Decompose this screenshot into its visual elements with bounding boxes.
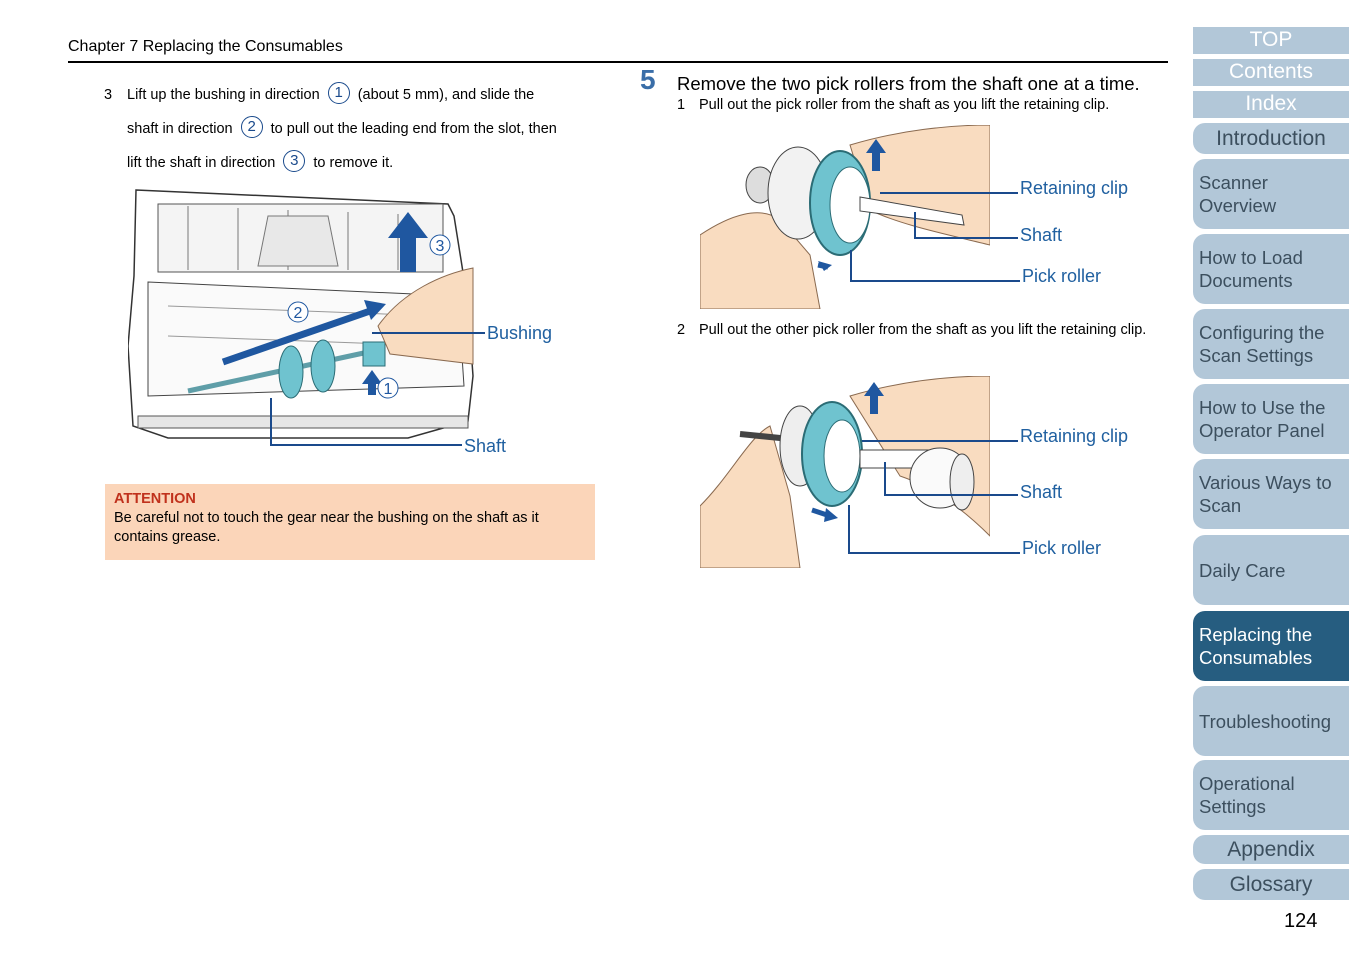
step-3-line3-b: to remove it. — [313, 155, 394, 171]
fig3-clip-leader — [862, 440, 1018, 442]
fig3-pick-roller-label: Pick roller — [1022, 538, 1102, 558]
scanner-shaft-illustration: 3 2 1 — [128, 189, 474, 439]
fig3-shaft-leader-h — [884, 494, 1018, 496]
shaft-leader-vertical — [270, 398, 272, 445]
nav-top-button[interactable]: TOP — [1193, 27, 1349, 54]
step-5-sub-2-text: Pull out the other pick roller from the … — [699, 322, 1147, 338]
header-rule — [68, 61, 1168, 63]
direction-2-marker: 2 — [240, 116, 263, 138]
fig2-retaining-clip-label: Retaining clip — [1020, 178, 1129, 198]
nav-scanner-overview[interactable]: Scanner Overview — [1193, 159, 1349, 229]
direction-3-marker: 3 — [283, 150, 306, 172]
bushing-label: Bushing — [487, 323, 553, 343]
fig3-roller-leader-v — [848, 505, 850, 553]
nav-configuring-scan-settings[interactable]: Configuring the Scan Settings — [1193, 309, 1349, 379]
fig2-roller-leader-v — [850, 250, 852, 281]
fig3-shaft-label: Shaft — [1020, 482, 1063, 502]
step-3-line3-a: lift the shaft in direction — [127, 155, 276, 171]
nav-various-ways-to-scan[interactable]: Various Ways to Scan — [1193, 459, 1349, 529]
nav-replacing-consumables[interactable]: Replacing the Consumables — [1193, 611, 1349, 681]
fig2-pick-roller-label: Pick roller — [1022, 266, 1102, 286]
step-3-number: 3 — [104, 87, 113, 103]
direction-1-marker: 1 — [327, 82, 350, 104]
fig2-shaft-label: Shaft — [1020, 225, 1063, 245]
step-5-sub-2-number: 2 — [677, 322, 686, 338]
step-5-sub-1: 1 Pull out the pick roller from the shaf… — [677, 96, 1167, 115]
nav-glossary[interactable]: Glossary — [1193, 869, 1349, 900]
step-5-title: Remove the two pick rollers from the sha… — [677, 73, 1140, 94]
fig3-retaining-clip-label: Retaining clip — [1020, 426, 1129, 446]
fig3-shaft-leader-v — [884, 462, 886, 495]
nav-introduction[interactable]: Introduction — [1193, 123, 1349, 154]
step-3: 3 Lift up the bushing in direction 1 (ab… — [104, 78, 604, 180]
pick-roller-removal-illustration-1 — [700, 125, 990, 309]
nav-contents-button[interactable]: Contents — [1193, 59, 1349, 86]
step-5-sub-2: 2 Pull out the other pick roller from th… — [677, 321, 1167, 340]
attention-body: Be careful not to touch the gear near th… — [114, 510, 539, 545]
shaft-label: Shaft — [464, 436, 507, 456]
attention-title: ATTENTION — [114, 491, 196, 507]
step-5-number: 5 — [640, 64, 656, 95]
step-5-sub-1-text: Pull out the pick roller from the shaft … — [699, 97, 1110, 113]
step-3-line2-b: to pull out the leading end from the slo… — [270, 121, 557, 137]
nav-daily-care[interactable]: Daily Care — [1193, 535, 1349, 605]
figure1-marker-2: 2 — [294, 305, 303, 322]
nav-appendix[interactable]: Appendix — [1193, 835, 1349, 864]
bushing-leader — [372, 332, 485, 334]
nav-how-to-load-documents[interactable]: How to Load Documents — [1193, 234, 1349, 304]
fig3-roller-leader-h — [848, 552, 1020, 554]
fig2-shaft-leader-v — [914, 212, 916, 238]
figure1-marker-1: 1 — [384, 381, 393, 398]
fig2-shaft-leader-h — [914, 237, 1018, 239]
nav-index-button[interactable]: Index — [1193, 91, 1349, 118]
step-3-line1-b: (about 5 mm), and slide the — [357, 87, 535, 103]
fig2-clip-leader — [880, 192, 1018, 194]
page-number: 124 — [1284, 910, 1318, 932]
figure1-marker-3: 3 — [436, 238, 445, 255]
attention-box: ATTENTION Be careful not to touch the ge… — [105, 484, 595, 560]
pick-roller-removal-illustration-2 — [700, 376, 990, 568]
step-3-line2-a: shaft in direction — [127, 121, 233, 137]
shaft-leader-horizontal — [270, 444, 462, 446]
fig2-roller-leader-h — [850, 280, 1020, 282]
step-3-text: Lift up the bushing in direction 1 (abou… — [127, 78, 604, 180]
chapter-header: Chapter 7 Replacing the Consumables — [68, 38, 343, 55]
step-3-line1-a: Lift up the bushing in direction — [127, 87, 320, 103]
nav-troubleshooting[interactable]: Troubleshooting — [1193, 686, 1349, 756]
nav-operator-panel[interactable]: How to Use the Operator Panel — [1193, 384, 1349, 454]
nav-operational-settings[interactable]: Operational Settings — [1193, 760, 1349, 830]
step-5-sub-1-number: 1 — [677, 97, 686, 113]
